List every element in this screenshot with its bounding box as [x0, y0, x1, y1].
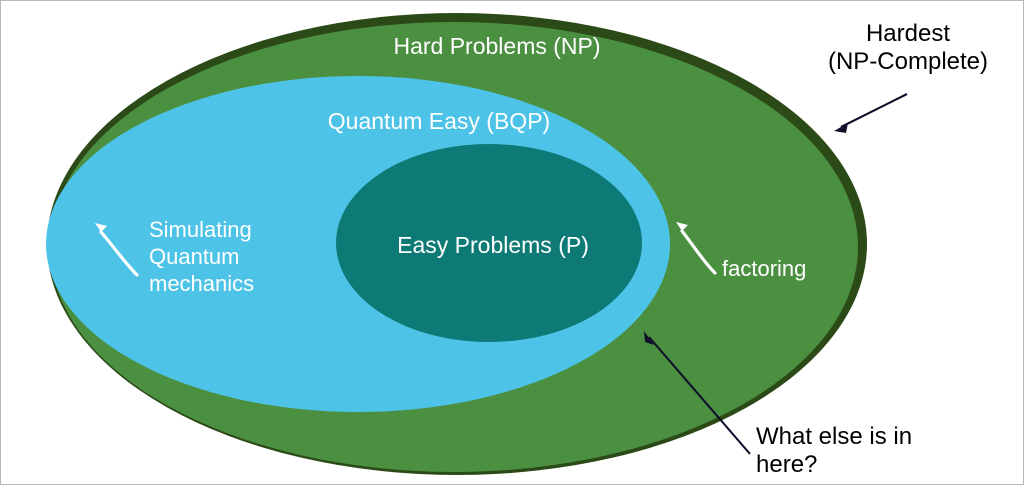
p-label: Easy Problems (P)	[397, 232, 589, 258]
annotation-label-factoring: factoring	[722, 256, 806, 281]
curved-arrow-head-simulating	[95, 223, 107, 232]
curved-arrow-icon-simulating	[99, 230, 139, 277]
p-ellipse	[336, 144, 642, 342]
leader-line-what-else	[648, 336, 751, 455]
arrowhead-hardest	[834, 123, 848, 133]
callout-line-hardest-2: (NP-Complete)	[828, 48, 988, 75]
callout-line-hardest-1: Hardest	[866, 20, 950, 47]
annotation-line-quantum: Quantum	[149, 244, 240, 269]
callout-line-what-else-1: What else is in	[756, 423, 912, 450]
arrowhead-what-else	[644, 331, 654, 345]
annotation-line-simulating: Simulating	[149, 217, 252, 242]
set-p[interactable]: Easy Problems (P)	[336, 144, 642, 342]
bqp-label: Quantum Easy (BQP)	[328, 108, 550, 134]
annotation-factoring[interactable]: factoring	[676, 222, 806, 281]
callout-line-what-else-2: here?	[756, 451, 817, 478]
leader-line-hardest	[840, 93, 908, 128]
np-label: Hard Problems (NP)	[393, 33, 600, 59]
callout-hardest[interactable]: Hardest (NP-Complete)	[828, 20, 988, 133]
annotation-line-mechanics: mechanics	[149, 271, 254, 296]
callout-what-else[interactable]: What else is in here?	[644, 331, 912, 478]
curved-arrow-icon-factoring	[680, 229, 717, 275]
curved-arrow-head-factoring	[676, 222, 688, 231]
annotation-simulating-quantum-mechanics[interactable]: Simulating Quantum mechanics	[95, 217, 254, 296]
